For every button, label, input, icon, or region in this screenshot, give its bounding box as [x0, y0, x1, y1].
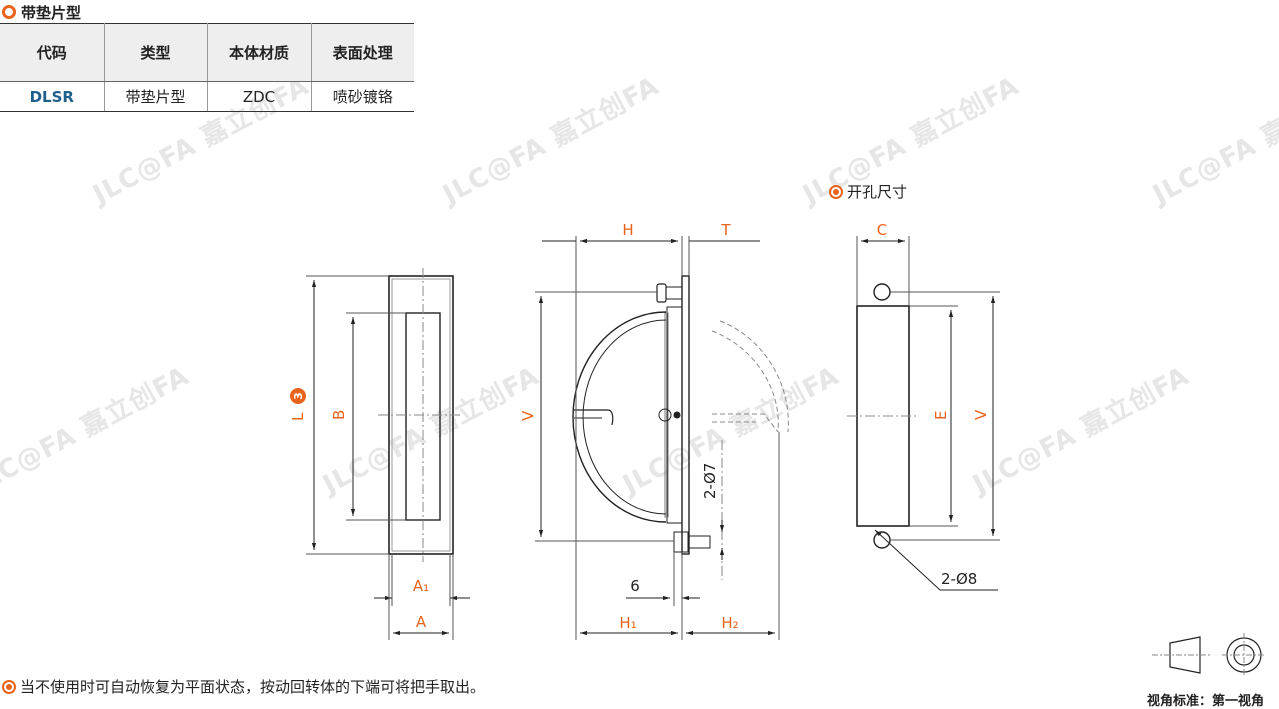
- hole-circle-bottom: [873, 531, 891, 549]
- cell-material: ZDC: [207, 81, 312, 112]
- label-V: V: [519, 410, 537, 421]
- label-d7: 2-Ø7: [701, 463, 719, 499]
- header-code: 代码: [0, 23, 105, 82]
- pivot: [658, 408, 672, 422]
- rotated-handle-arc-outer: [719, 320, 789, 433]
- label-C: C: [877, 221, 887, 239]
- rotated-handle-arc: [711, 330, 779, 433]
- spec-table: 代码 类型 本体材质 表面处理 DLSR 带垫片型 ZDC 喷砂镀铬: [0, 23, 414, 112]
- handle-arc-inner: [582, 319, 667, 515]
- cell-type: 带垫片型: [104, 81, 208, 112]
- label-6: 6: [630, 577, 640, 595]
- table-row: DLSR 带垫片型 ZDC 喷砂镀铬: [0, 81, 414, 112]
- label-H1: H₁: [619, 614, 636, 632]
- projection-symbol-icon: [1152, 633, 1266, 677]
- cell-finish: 喷砂镀铬: [311, 81, 414, 112]
- label-d8: 2-Ø8: [941, 570, 977, 588]
- label-H2: H₂: [721, 614, 738, 632]
- top-pin-shank: [665, 286, 683, 300]
- cell-code: DLSR: [0, 81, 105, 112]
- usage-note: 当不使用时可自动恢复为平面状态，按动回转体的下端可将把手取出。: [2, 676, 485, 697]
- handle-arc: [572, 311, 667, 523]
- note-badge-number: 3: [292, 392, 305, 400]
- usage-note-text: 当不使用时可自动恢复为平面状态，按动回转体的下端可将把手取出。: [20, 678, 486, 696]
- header-type: 类型: [104, 23, 208, 82]
- projection-label: 视角标准：第一视角: [1147, 694, 1265, 709]
- bottom-pin: [673, 531, 689, 553]
- section-title-text: 带垫片型: [21, 3, 82, 22]
- label-E: E: [932, 411, 950, 420]
- section-title: 带垫片型: [2, 2, 81, 22]
- pivot-dot: [673, 411, 681, 419]
- label-B: B: [330, 410, 348, 420]
- hole-circle-top: [873, 283, 891, 301]
- top-pin: [656, 283, 667, 303]
- side-view: [535, 236, 789, 640]
- rotated-handle-tail: [712, 413, 779, 433]
- header-finish: 表面处理: [311, 23, 414, 82]
- header-material: 本体材质: [207, 23, 312, 82]
- side-spacer: [664, 312, 669, 518]
- side-body: [666, 306, 683, 524]
- label-A: A: [416, 613, 427, 631]
- label-A1: A₁: [413, 577, 429, 595]
- label-T: T: [720, 221, 731, 239]
- label-H: H: [622, 221, 633, 239]
- note-badge-icon: [290, 388, 306, 404]
- hole-size-title: 开孔尺寸: [847, 183, 908, 201]
- front-view: [306, 268, 470, 640]
- dot-bullet-icon: [2, 679, 16, 694]
- label-V2: V: [972, 409, 990, 420]
- hole-size-label: 开孔尺寸: [829, 181, 907, 202]
- dot-bullet-icon: [829, 184, 843, 199]
- bottom-pin-shank: [687, 535, 711, 549]
- label-L: L: [289, 412, 307, 421]
- hole-view: [847, 236, 1000, 591]
- table-header-row: 代码 类型 本体材质 表面处理: [0, 23, 414, 82]
- leader-d8: [874, 529, 941, 591]
- side-plate: [681, 275, 690, 555]
- ring-bullet-icon: [2, 5, 16, 19]
- handle-tail: [574, 409, 614, 426]
